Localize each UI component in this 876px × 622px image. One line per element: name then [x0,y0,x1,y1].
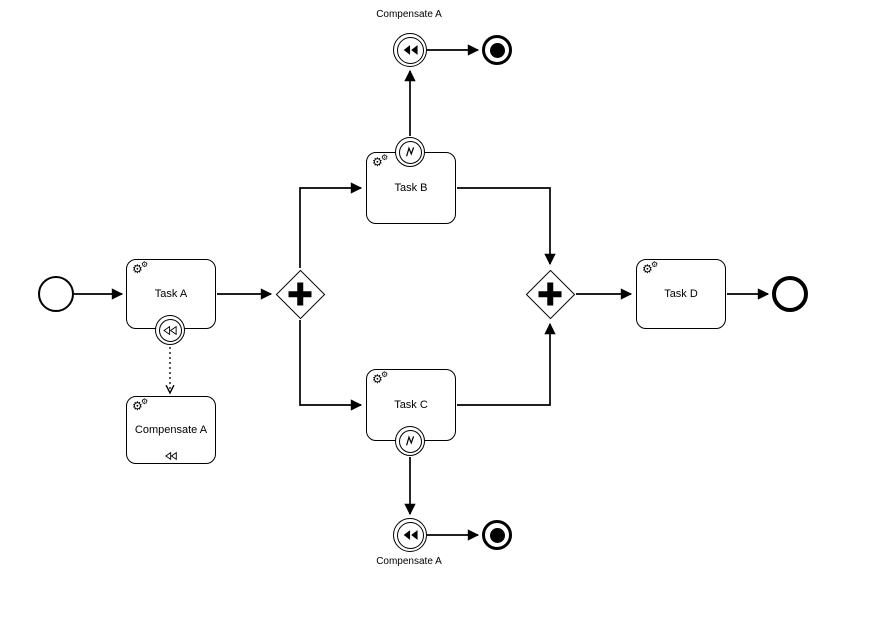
flow-gateway-split-to-task-b [299,182,363,268]
compensation-boundary-event[interactable] [155,315,185,345]
task-c[interactable]: ⚙ ⚙ Task C [366,369,456,441]
inner-ring [158,318,182,342]
compensate-a-task-label: Compensate A [134,424,208,436]
parallel-gateway-split[interactable] [275,269,325,319]
task-a-label: Task A [154,288,188,300]
compensate-a-label-top: Compensate A [376,9,442,20]
compensation-throw-event-top[interactable] [393,33,427,67]
error-icon [405,146,415,157]
task-c-label: Task C [394,399,428,411]
gear-icon: ⚙ [372,372,383,386]
compensation-icon [403,45,418,55]
task-d[interactable]: ⚙ ⚙ Task D [636,259,726,329]
compensate-a-task[interactable]: ⚙ ⚙ Compensate A [126,396,216,464]
error-icon [405,435,415,446]
gear-icon: ⚙ [372,155,383,169]
gear-icon: ⚙ [132,262,143,276]
gear-icon-small: ⚙ [381,153,389,162]
compensation-icon [403,530,418,540]
gear-icon: ⚙ [132,399,143,413]
plus-icon [547,282,553,306]
task-b-label: Task B [394,182,428,194]
terminate-dot [489,527,505,543]
inner-ring [398,140,422,164]
compensate-a-label-bottom: Compensate A [376,556,442,567]
plus-icon [297,282,303,306]
terminate-end-event-top[interactable] [482,35,512,65]
compensation-throw-event-bottom[interactable] [393,518,427,552]
gear-icon-small: ⚙ [381,370,389,379]
terminate-dot [489,42,505,58]
compensation-marker-icon [165,452,177,460]
gear-icon-small: ⚙ [141,397,149,406]
inner-ring [396,36,424,64]
terminate-end-event-bottom[interactable] [482,520,512,550]
inner-ring [398,429,422,453]
compensation-icon [163,325,177,335]
gear-icon-small: ⚙ [141,260,149,269]
flow-task-c-to-gateway-join [457,322,556,406]
flow-task-b-to-gateway-join [457,187,556,266]
flow-gateway-split-to-task-c [299,320,363,411]
error-boundary-event-task-c[interactable] [395,426,425,456]
parallel-gateway-join[interactable] [525,269,575,319]
error-boundary-event-task-b[interactable] [395,137,425,167]
task-d-label: Task D [664,288,698,300]
gear-icon: ⚙ [642,262,653,276]
gear-icon-small: ⚙ [651,260,659,269]
inner-ring [396,521,424,549]
start-event[interactable] [38,276,74,312]
end-event[interactable] [772,276,808,312]
